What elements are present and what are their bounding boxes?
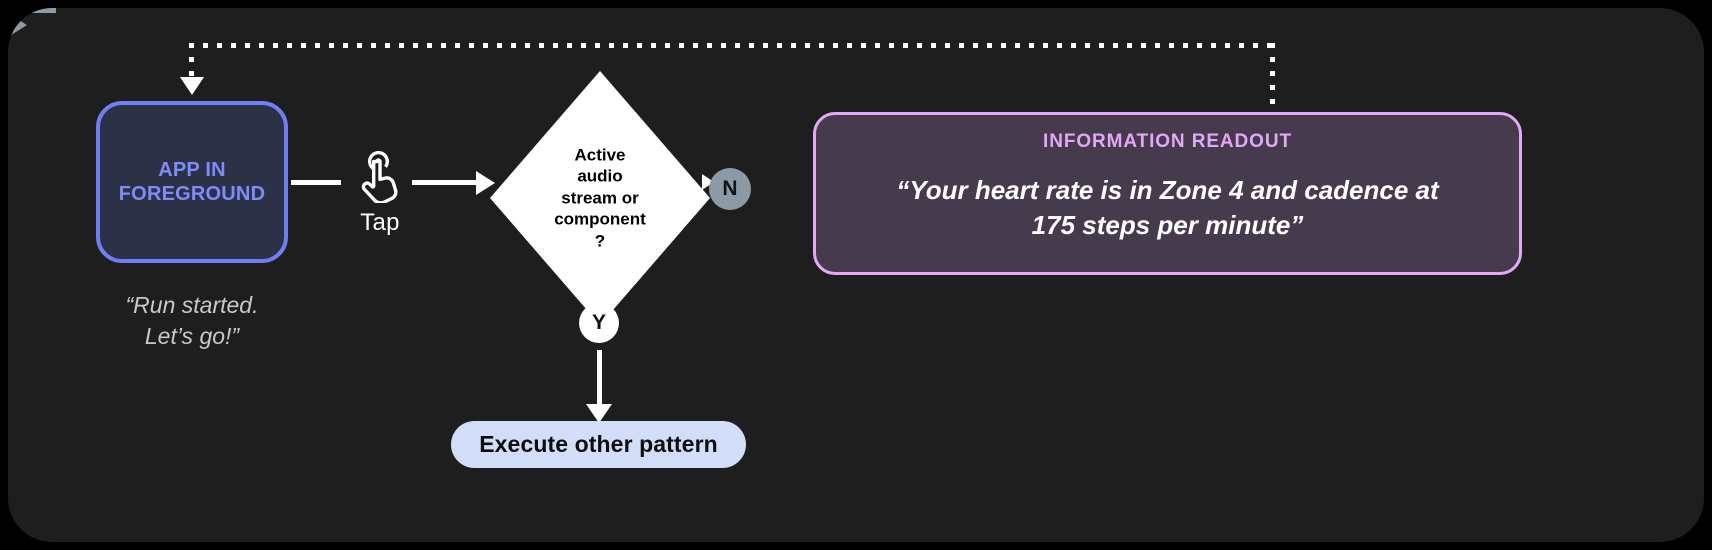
diagram-canvas: APP IN FOREGROUND “Run started. Let’s go…	[8, 8, 1704, 542]
tap-gesture-icon	[361, 151, 398, 203]
tap-gesture-group: Tap	[346, 151, 414, 237]
information-readout-body: “Your heart rate is in Zone 4 and cadenc…	[896, 175, 1439, 241]
branch-marker-no: N	[709, 168, 751, 210]
app-in-foreground-label: APP IN FOREGROUND	[118, 158, 266, 205]
node-execute-other-pattern[interactable]: Execute other pattern	[451, 421, 746, 468]
node-information-readout[interactable]: INFORMATION READOUT “Your heart rate is …	[813, 112, 1522, 275]
node-app-in-foreground[interactable]: APP IN FOREGROUND	[96, 101, 288, 263]
feedback-dotted-line-left	[189, 43, 194, 79]
feedback-arrowhead-icon	[180, 77, 204, 95]
app-in-foreground-caption: “Run started. Let’s go!”	[125, 292, 259, 349]
arrowhead-to-decision-icon	[476, 171, 495, 195]
edge-yes-to-execute	[597, 350, 602, 408]
feedback-dotted-line-right	[1270, 43, 1275, 113]
edge-tap-to-decision	[412, 180, 478, 185]
branch-marker-yes: Y	[579, 303, 619, 343]
information-readout-title: INFORMATION READOUT	[1043, 131, 1292, 152]
tap-label: Tap	[360, 209, 400, 236]
edge-app-to-tap	[291, 180, 341, 185]
feedback-dotted-line-top	[189, 43, 1275, 48]
decision-label: Active audio stream or component ?	[554, 145, 646, 251]
arrowhead-to-readout-icon	[8, 13, 1704, 37]
arrowhead-to-execute-icon	[586, 404, 612, 423]
node-decision-audio-stream[interactable]: Active audio stream or component ?	[490, 71, 710, 325]
